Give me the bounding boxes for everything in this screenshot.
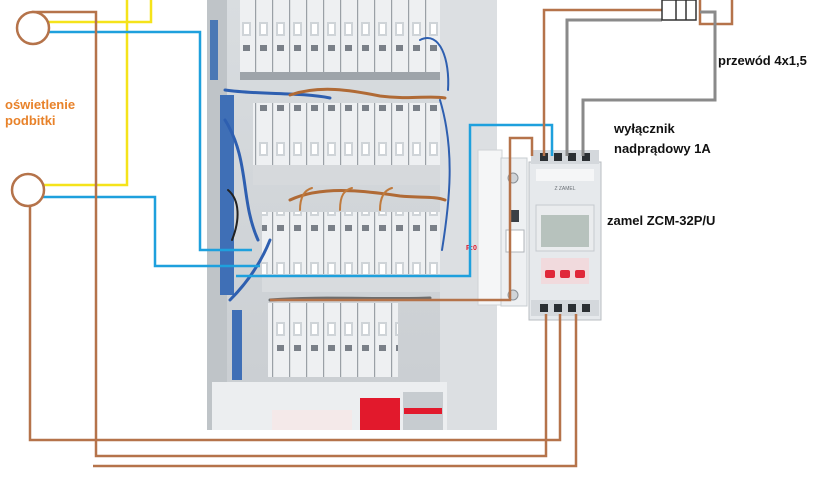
timer-label: zamel ZCM-32P/U	[607, 213, 716, 228]
lighting-label-line2: podbitki	[5, 113, 56, 128]
lighting-label: oświetlenie podbitki	[5, 97, 75, 129]
timer-lcd	[541, 215, 589, 247]
breaker-label-line2: nadprądowy 1A	[614, 141, 711, 156]
din-breaker-icon	[262, 212, 440, 274]
brown-wire-supply	[270, 136, 534, 302]
terminal-bar-left	[210, 20, 242, 380]
blue-wire-1	[48, 30, 252, 252]
blue-wire-2	[43, 195, 260, 268]
surge-protector	[212, 382, 447, 430]
distribution-board: P:0	[207, 0, 497, 430]
yellow-wire-1	[40, 0, 129, 187]
breaker-label: wyłącznik nadprądowy 1A	[614, 119, 711, 159]
gray-wire-2	[581, 10, 717, 156]
breaker-row-2	[253, 103, 440, 185]
breaker-row-4	[268, 303, 398, 377]
brown-wire-lamp-2	[28, 205, 562, 442]
cable-label: przewód 4x1,5	[718, 53, 807, 68]
cable-connector	[661, 0, 697, 21]
panel-side-mark: P:0	[466, 245, 477, 252]
breaker-row-1	[240, 0, 440, 80]
gray-wire-1	[565, 18, 662, 156]
brown-wire-return	[93, 314, 578, 468]
din-breaker-icon	[268, 303, 398, 377]
timer-button-3	[575, 270, 585, 278]
timer-brand-tag: Z ZAMEL	[554, 186, 575, 192]
circle-lamp-icon	[15, 10, 51, 46]
circle-lamp-icon	[10, 172, 46, 208]
timer-button-2	[560, 270, 570, 278]
brown-wire-top	[542, 8, 662, 156]
timer-button-1	[545, 270, 555, 278]
timer-module: Z ZAMEL	[528, 150, 602, 321]
internal-wiring	[223, 37, 451, 302]
breaker-label-line1: wyłącznik	[614, 121, 675, 136]
blue-wire-3	[236, 123, 554, 278]
side-enclosure	[477, 149, 528, 307]
lighting-label-line1: oświetlenie	[5, 97, 76, 112]
din-breaker-icon	[253, 103, 440, 165]
yellow-wire-2	[48, 0, 153, 24]
din-breaker-icon	[240, 0, 440, 72]
breaker-row-3	[262, 212, 440, 292]
